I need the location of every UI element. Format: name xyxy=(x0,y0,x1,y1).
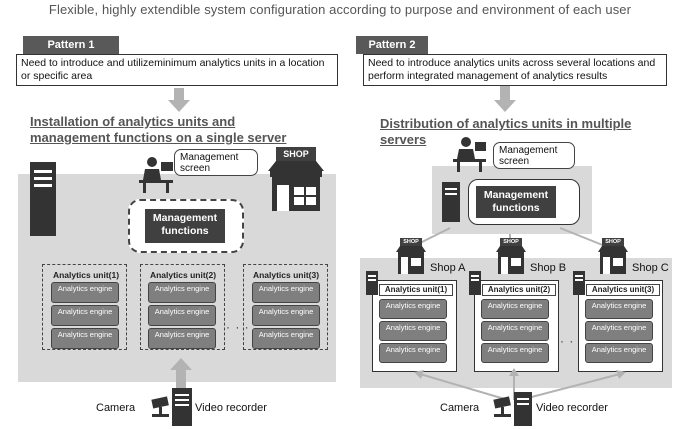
video-recorder-icon xyxy=(172,388,192,426)
analytics-engine: Analytics engine xyxy=(252,328,320,349)
pattern2-unit-3-label: Analytics unit(3) xyxy=(586,284,660,296)
pattern1-analytics-unit-3 xyxy=(243,264,328,350)
server-icon xyxy=(442,182,460,222)
pattern2-tab: Pattern 2 xyxy=(356,36,428,54)
analytics-engine: Analytics engine xyxy=(148,305,216,326)
pattern1-heading-line2: management functions on a single server xyxy=(30,130,287,145)
down-arrow-icon xyxy=(168,88,190,112)
pattern2-video-recorder-label: Video recorder xyxy=(536,402,608,414)
shop-sign: SHOP xyxy=(602,238,624,246)
shop-b-icon: SHOP xyxy=(496,238,526,274)
shop-icon: SHOP xyxy=(268,147,324,211)
pattern2-management-screen-callout: Management screen xyxy=(493,142,575,169)
shop-a-icon: SHOP xyxy=(396,238,426,274)
shop-c-icon: SHOP xyxy=(598,238,628,274)
pattern1-management-screen-callout: Management screen xyxy=(174,149,258,176)
pattern2-heading-line1: Distribution of analytics units in multi… xyxy=(380,116,632,131)
server-icon xyxy=(366,271,378,295)
pattern1-tab: Pattern 1 xyxy=(23,36,119,54)
video-recorder-icon xyxy=(514,392,532,426)
down-arrow-icon xyxy=(494,86,516,112)
shop-sign: SHOP xyxy=(276,147,316,161)
shop-b-label: Shop B xyxy=(530,262,567,274)
pattern1-management-functions-label: Management functions xyxy=(145,209,225,243)
analytics-engine: Analytics engine xyxy=(252,305,320,326)
analytics-engine: Analytics engine xyxy=(585,343,653,363)
pattern2-ellipsis: · · · xyxy=(560,334,584,348)
analytics-engine: Analytics engine xyxy=(379,321,447,341)
analytics-engine: Analytics engine xyxy=(585,321,653,341)
analytics-engine: Analytics engine xyxy=(585,299,653,319)
pattern1-unit-1-label: Analytics unit(1) xyxy=(52,270,120,280)
pattern1-heading-line1: Installation of analytics units and xyxy=(30,114,236,129)
analytics-engine: Analytics engine xyxy=(51,305,119,326)
pattern2-heading-line2: servers xyxy=(380,132,427,147)
pattern2-camera-label: Camera xyxy=(440,402,480,414)
analytics-engine: Analytics engine xyxy=(252,282,320,303)
analytics-engine: Analytics engine xyxy=(379,343,447,363)
pattern2-unit-1-label: Analytics unit(1) xyxy=(379,284,453,296)
page-title: Flexible, highly extendible system confi… xyxy=(48,2,632,17)
analytics-engine: Analytics engine xyxy=(51,282,119,303)
up-arrow-icon xyxy=(170,358,192,388)
pattern1-video-recorder-label: Video recorder xyxy=(195,402,267,414)
shop-sign: SHOP xyxy=(500,238,522,246)
pattern1-description: Need to introduce and utilizeminimum ana… xyxy=(16,54,338,86)
pattern1-analytics-unit-1 xyxy=(42,264,127,350)
pattern1-camera-label: Camera xyxy=(96,402,136,414)
pattern2-unit-2-label: Analytics unit(2) xyxy=(482,284,556,296)
pattern2-management-functions-label: Management functions xyxy=(476,186,556,218)
pattern2-description: Need to introduce analytics units across… xyxy=(363,54,667,86)
analytics-engine: Analytics engine xyxy=(148,282,216,303)
analytics-engine: Analytics engine xyxy=(51,328,119,349)
camera-icon xyxy=(493,396,511,417)
pattern1-analytics-unit-2 xyxy=(140,264,225,350)
analytics-engine: Analytics engine xyxy=(481,321,549,341)
camera-feed-arrows xyxy=(414,368,626,401)
camera-icon xyxy=(151,396,169,417)
analytics-engine: Analytics engine xyxy=(481,299,549,319)
analytics-engine: Analytics engine xyxy=(481,343,549,363)
shop-a-label: Shop A xyxy=(430,262,466,274)
pattern1-unit-2-label: Analytics unit(2) xyxy=(149,270,217,280)
operator-at-desk-icon xyxy=(453,137,486,172)
server-icon xyxy=(573,271,585,295)
analytics-engine: Analytics engine xyxy=(148,328,216,349)
shop-sign: SHOP xyxy=(400,238,422,246)
server-icon xyxy=(30,162,56,236)
operator-at-desk-icon xyxy=(139,157,173,193)
shop-c-label: Shop C xyxy=(632,262,669,274)
pattern1-unit-3-label: Analytics unit(3) xyxy=(252,270,320,280)
server-icon xyxy=(469,271,481,295)
analytics-engine: Analytics engine xyxy=(379,299,447,319)
